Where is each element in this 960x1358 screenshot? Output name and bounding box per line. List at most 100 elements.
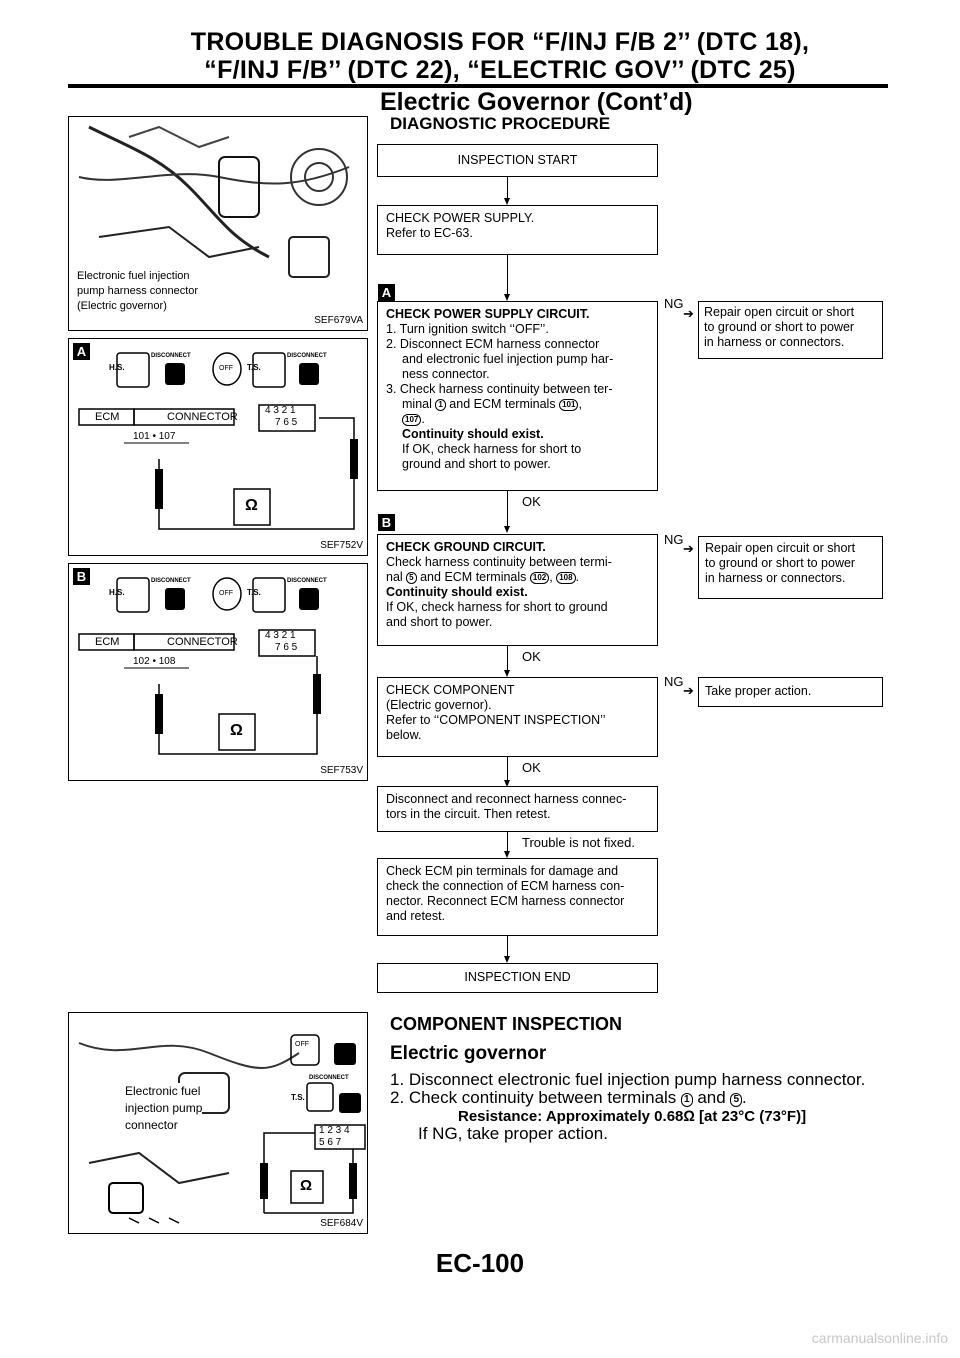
label-off: OFF <box>219 365 233 372</box>
label-off: OFF <box>295 1041 309 1048</box>
figure-code: SEF679VA <box>314 315 363 326</box>
ohmmeter-icon: Ω <box>300 1177 313 1194</box>
tag-b: B <box>73 568 90 585</box>
header-rule <box>68 84 888 88</box>
figure-ground-circuit: B H.S. DISCONNECT OFF T.S. DISCONNECT EC… <box>68 563 368 781</box>
label-connector: CONNECTOR <box>167 636 238 648</box>
pins-top: 4 3 2 1 <box>265 630 296 641</box>
pins-bottom: 5 6 7 <box>319 1137 342 1148</box>
inspection-end-label: INSPECTION END <box>464 970 571 984</box>
circuit-diagram-b <box>78 577 321 755</box>
label-ts: T.S. <box>247 363 261 372</box>
check-ground-circuit-box: CHECK GROUND CIRCUIT. Check harness cont… <box>377 534 658 646</box>
ng-label: NG <box>664 296 684 311</box>
flow-arrow <box>504 670 510 677</box>
harness-photo-caption: Electronic fuel injection pump harness c… <box>77 270 199 312</box>
ng-label: NG <box>664 532 684 547</box>
label-ts: T.S. <box>247 588 261 597</box>
figure-code: SEF753V <box>320 765 363 776</box>
label-hs: H.S. <box>109 588 125 597</box>
flow-arrow <box>504 780 510 787</box>
label-ecm: ECM <box>95 411 120 423</box>
header-title-line2: “F/INJ F/B’’ (DTC 22), “ELECTRIC GOV’’ (… <box>204 56 796 84</box>
procedure-title: DIAGNOSTIC PROCEDURE <box>390 114 611 133</box>
not-fixed-label: Trouble is not fixed. <box>522 835 635 850</box>
figure-component-inspection: Electronic fuel injection pump connector… <box>68 1012 368 1234</box>
check-power-supply-box: CHECK POWER SUPPLY. Refer to EC-63. <box>377 205 658 255</box>
ohmmeter-icon: Ω <box>230 722 243 739</box>
harness-photo-illustration <box>73 125 350 319</box>
check-power-supply-circuit-box: CHECK POWER SUPPLY CIRCUIT. 1. Turn igni… <box>377 301 658 491</box>
resistance-spec: Resistance: Approximately 0.68Ω [at 23°C… <box>458 1108 807 1125</box>
header-title-line1: TROUBLE DIAGNOSIS FOR “F/INJ F/B 2’’ (DT… <box>190 28 810 56</box>
flow-line <box>507 832 508 852</box>
terminal-108-badge: 108 <box>556 572 576 584</box>
flow-arrow <box>504 851 510 858</box>
figure-harness-photo: Electronic fuel injection pump harness c… <box>68 116 368 331</box>
label-ecm: ECM <box>95 636 120 648</box>
ok-label: OK <box>522 760 541 775</box>
component-step-1: 1. Disconnect electronic fuel injection … <box>390 1070 866 1089</box>
pins-top: 1 2 3 4 <box>319 1125 350 1136</box>
terminal-5-badge: 5 <box>406 572 417 584</box>
ok-label: OK <box>522 649 541 664</box>
component-photo-illustration <box>78 1034 366 1224</box>
component-subtitle: Electric governor <box>390 1043 547 1064</box>
component-step-2: 2. Check continuity between terminals 1 … <box>390 1088 747 1107</box>
component-if-ng: If NG, take proper action. <box>418 1124 608 1143</box>
ok-label: OK <box>522 494 541 509</box>
terminal-1-badge: 1 <box>681 1093 693 1107</box>
figure-code: SEF752V <box>320 540 363 551</box>
component-caption: Electronic fuel injection pump connector <box>125 1083 203 1134</box>
label-hs: H.S. <box>109 363 125 372</box>
flow-line <box>507 491 508 527</box>
ng-arrow-icon: ➔ <box>683 541 694 556</box>
label-terminals: 102 • 108 <box>133 656 176 667</box>
label-disconnect-1: DISCONNECT <box>151 578 191 584</box>
label-disconnect: DISCONNECT <box>309 1075 349 1081</box>
pins-bottom: 7 6 5 <box>275 417 298 428</box>
ecm-check-box: Check ECM pin terminals for damage and c… <box>377 858 658 936</box>
figure-power-supply-circuit: A H.S. DISCONNECT OFF T.S. DISCONNECT EC… <box>68 338 368 556</box>
flow-line <box>507 936 508 957</box>
label-disconnect-2: DISCONNECT <box>287 578 327 584</box>
label-terminals: 101 • 107 <box>133 431 176 442</box>
action-box: Take proper action. <box>698 677 883 707</box>
tag-b: B <box>378 514 395 531</box>
figure-code: SEF684V <box>320 1218 363 1229</box>
ng-arrow-icon: ➔ <box>683 683 694 698</box>
reconnect-box: Disconnect and reconnect harness connec-… <box>377 786 658 832</box>
flow-arrow <box>504 198 510 205</box>
pins-top: 4 3 2 1 <box>265 405 296 416</box>
repair-box-b: Repair open circuit or short to ground o… <box>698 536 883 599</box>
label-ts: T.S. <box>291 1093 305 1102</box>
ng-label: NG <box>664 674 684 689</box>
terminal-102-badge: 102 <box>529 572 550 584</box>
flow-line <box>507 255 508 295</box>
flow-line <box>507 646 508 671</box>
ohmmeter-icon: Ω <box>245 497 258 514</box>
watermark: carmanualsonline.info <box>811 1330 948 1346</box>
terminal-101-badge: 101 <box>559 399 579 411</box>
component-title: COMPONENT INSPECTION <box>390 1014 623 1034</box>
flow-arrow <box>504 526 510 533</box>
flow-line <box>507 177 508 199</box>
label-disconnect-1: DISCONNECT <box>151 353 191 359</box>
pins-bottom: 7 6 5 <box>275 642 298 653</box>
label-off: OFF <box>219 590 233 597</box>
terminal-1-badge: 1 <box>435 399 446 411</box>
tag-a: A <box>378 284 395 301</box>
tag-a: A <box>73 343 90 360</box>
flow-arrow <box>504 294 510 301</box>
flow-line <box>507 757 508 781</box>
flow-arrow <box>504 956 510 963</box>
repair-box-a: Repair open circuit or short to ground o… <box>698 301 883 359</box>
circuit-diagram-a <box>78 352 358 530</box>
page-number: EC-100 <box>435 1248 525 1278</box>
header-subtitle: Electric Governor (Cont’d) <box>380 88 693 116</box>
inspection-end-box: INSPECTION END <box>377 963 658 993</box>
inspection-start-box: INSPECTION START <box>377 144 658 177</box>
repair-box-a-frame <box>698 301 883 359</box>
label-disconnect-2: DISCONNECT <box>287 353 327 359</box>
inspection-start-label: INSPECTION START <box>457 153 578 167</box>
